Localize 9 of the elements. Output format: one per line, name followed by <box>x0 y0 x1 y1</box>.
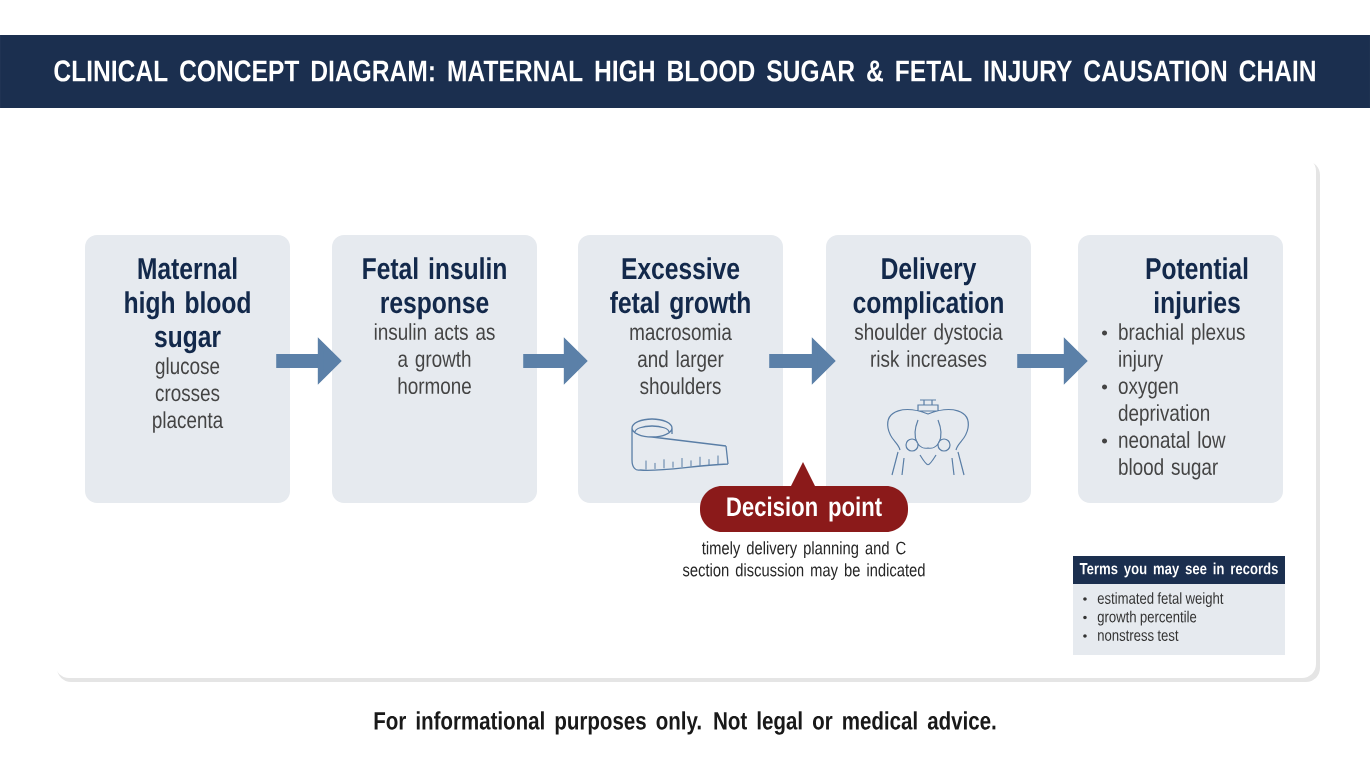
process-box: Maternal high blood sugar glucose crosses placenta <box>85 235 290 503</box>
decision-callout: Decision point <box>700 462 908 532</box>
terms-panel: Terms you may see in records estimated fetal weight growth percentile nonstress test <box>1073 556 1285 655</box>
footer-note: For informational purposes only. Not legal or medical advice. <box>374 711 996 735</box>
note-text: timely delivery planning and C section discussion may be indicated <box>682 541 925 580</box>
title-banner: CLINICAL CONCEPT DIAGRAM: MATERNAL HIGH BLOOD SUGAR & FETAL INJURY CAUSATION CHAIN <box>0 35 1370 108</box>
process-box: Fetal insulin response insulin acts as a growth hormone <box>332 235 537 503</box>
process-box: Potential injuries brachial plexus injury oxygen deprivation neonatal low blood sugar <box>1078 235 1283 503</box>
node-label: Terms you may see in records <box>1079 562 1278 578</box>
